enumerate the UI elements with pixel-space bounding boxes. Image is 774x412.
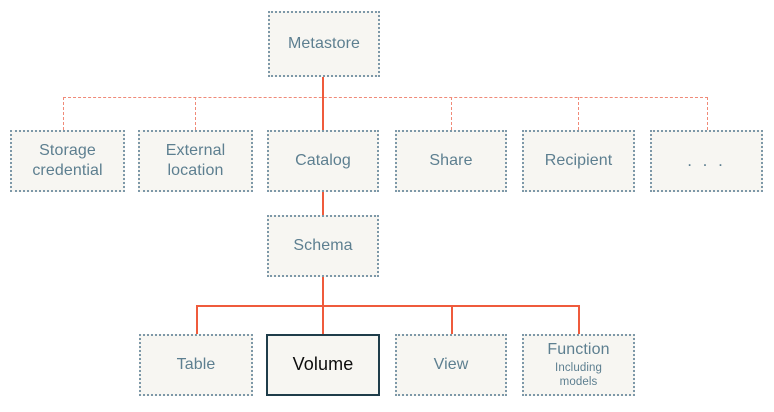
connector-drop-catalog: [322, 97, 324, 130]
node-catalog-label: Catalog: [295, 152, 351, 170]
connector-schema-stem: [322, 277, 324, 305]
connector-drop-more: [707, 97, 708, 130]
node-metastore-label: Metastore: [287, 35, 361, 53]
node-schema-label: Schema: [293, 237, 353, 255]
connector-drop-function: [578, 305, 580, 334]
connector-metastore-stem: [322, 77, 324, 98]
node-view-label: View: [433, 356, 469, 374]
node-external-location[interactable]: External location: [138, 130, 253, 192]
node-volume[interactable]: Volume: [266, 334, 380, 396]
node-function-label: Function: [547, 341, 610, 359]
connector-drop-recipient: [578, 97, 579, 130]
node-catalog[interactable]: Catalog: [267, 130, 379, 192]
node-table-label: Table: [176, 356, 216, 374]
connector-drop-volume: [322, 305, 324, 334]
node-function-sublabel: Including models: [555, 361, 602, 389]
node-share-label: Share: [429, 152, 473, 170]
node-function[interactable]: Function Including models: [522, 334, 635, 396]
node-more-label: . . .: [687, 150, 726, 170]
connector-drop-view: [451, 305, 453, 334]
connector-schema-bus: [196, 305, 579, 307]
node-recipient-label: Recipient: [544, 152, 613, 170]
connector-drop-table: [196, 305, 198, 334]
node-storage-credential[interactable]: Storage credential: [10, 130, 125, 192]
node-share[interactable]: Share: [395, 130, 507, 192]
connector-drop-external-location: [195, 97, 196, 130]
connector-drop-storage-credential: [63, 97, 64, 130]
node-metastore[interactable]: Metastore: [268, 11, 380, 77]
connector-drop-share: [451, 97, 452, 130]
node-volume-label: Volume: [292, 354, 354, 375]
node-recipient[interactable]: Recipient: [522, 130, 635, 192]
connector-metastore-bus: [63, 97, 708, 98]
node-schema[interactable]: Schema: [267, 215, 379, 277]
node-more[interactable]: . . .: [650, 130, 763, 192]
node-storage-credential-label: Storage credential: [32, 142, 103, 179]
connector-catalog-to-schema: [322, 192, 324, 215]
node-view[interactable]: View: [395, 334, 507, 396]
node-table[interactable]: Table: [139, 334, 253, 396]
node-external-location-label: External location: [165, 142, 226, 179]
